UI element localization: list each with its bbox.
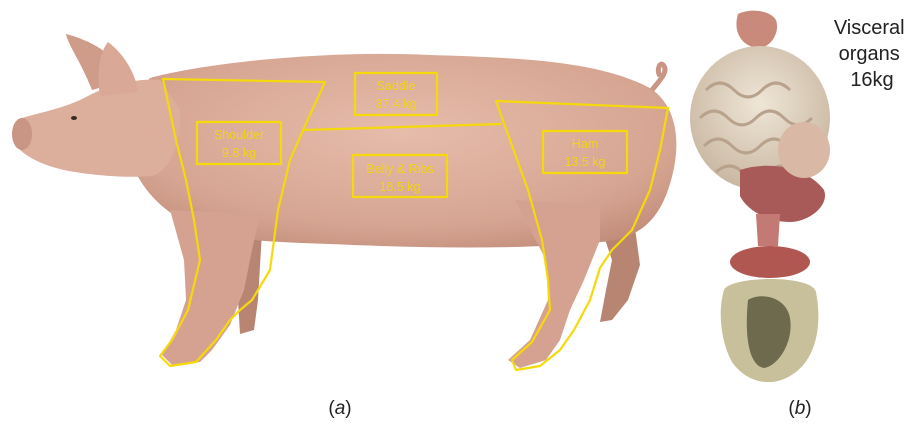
visceral-label-line-2: organs — [839, 43, 900, 65]
panel-a-caption: (a) — [328, 398, 351, 419]
visceral-label-line-3: 16kg — [850, 69, 893, 91]
visceral-label: Visceral organs 16kg — [834, 17, 910, 91]
pig-head — [14, 80, 180, 177]
pig-illustration — [12, 34, 676, 368]
belly-ribs-weight: 18.5 kg — [379, 180, 420, 194]
pig-eye — [71, 116, 77, 120]
belly-ribs-name: Belly & Ribs — [366, 162, 433, 176]
panel-a-caption-letter: a — [335, 398, 346, 419]
ham-name: Ham — [572, 137, 598, 151]
visceral-label-line-1: Visceral — [834, 17, 905, 39]
visceral-organs-image — [690, 11, 830, 383]
lower-tissue — [730, 246, 810, 278]
pig-tail — [652, 64, 665, 90]
pig-ear-front — [98, 42, 138, 96]
panel-b-caption: (b) — [788, 398, 811, 419]
saddle-name: Saddle — [377, 79, 416, 93]
saddle-weight: 37.4 kg — [375, 97, 416, 111]
shoulder-name: Shoulder — [214, 128, 264, 142]
organs-top-tissue — [736, 11, 777, 48]
shoulder-weight: 9.8 kg — [222, 146, 256, 160]
stomach — [778, 122, 830, 178]
organ-stem — [756, 214, 780, 246]
panel-b-caption-letter: b — [795, 398, 806, 419]
ham-weight: 13.5 kg — [564, 155, 605, 169]
pig-snout — [12, 118, 32, 150]
